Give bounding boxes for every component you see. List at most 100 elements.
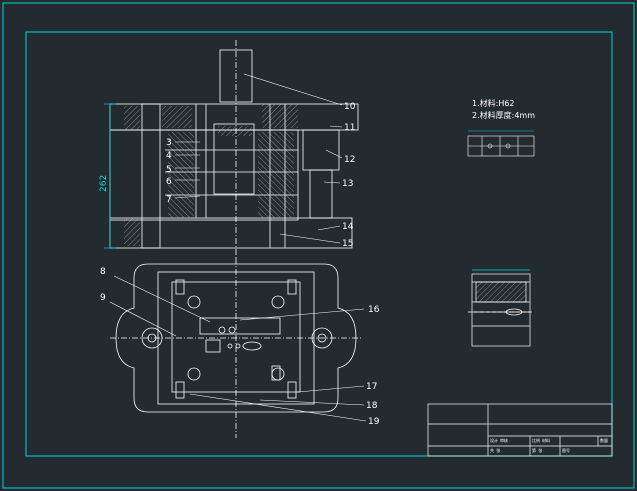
- die-handle: [219, 49, 253, 103]
- leader-line: [297, 385, 365, 393]
- part-label-7: 7: [166, 195, 172, 205]
- section-hatching: [124, 104, 298, 246]
- part-label-17: 17: [366, 382, 377, 392]
- pilot-block: [205, 339, 221, 353]
- part-label-19: 19: [368, 417, 380, 427]
- title-block-text: 设计 审核 比例 材料 数量 共 张 第 张 图号: [490, 437, 608, 453]
- part-label-18: 18: [366, 401, 378, 411]
- leader-line: [239, 308, 365, 321]
- punch-block: [213, 123, 255, 195]
- small-hole: [227, 343, 233, 349]
- lower-plate: [109, 217, 353, 249]
- punch-hole: [218, 326, 226, 334]
- die-set-outline: [115, 263, 357, 413]
- inner-plate: [157, 271, 315, 405]
- leaders-front: [174, 73, 343, 244]
- stop-pin: [175, 381, 185, 399]
- hatch-area: [258, 132, 294, 218]
- leader-line: [329, 125, 343, 128]
- detail-slot: [505, 308, 523, 316]
- front-section-view: [109, 40, 359, 260]
- height-dimension: [104, 103, 116, 249]
- note-thickness: 2.材料厚度:4mm: [472, 110, 535, 120]
- screw-circle: [187, 295, 201, 309]
- tb-cell-drawing-no: 图号: [562, 447, 570, 453]
- leader-line: [243, 73, 343, 106]
- leader-line: [279, 233, 341, 244]
- tb-cell-sheet: 第 张: [532, 447, 542, 453]
- strip-hole: [505, 143, 511, 149]
- punch-hole: [228, 326, 236, 334]
- screw-circle: [271, 295, 285, 309]
- technical-notes: 1.材料:H62 2.材料厚度:4mm: [472, 98, 535, 120]
- leaders-plan: [109, 275, 367, 422]
- note-material: 1.材料:H62: [472, 98, 515, 108]
- guide-post-core: [147, 333, 157, 343]
- screw-circle: [271, 367, 285, 381]
- hatch-area: [124, 106, 140, 130]
- stop-pin: [287, 279, 297, 295]
- detail-hatch: [475, 281, 527, 303]
- title-block: [427, 403, 613, 457]
- part-label-10: 10: [344, 102, 356, 112]
- guide-post-circle: [141, 327, 163, 349]
- leader-line: [174, 195, 201, 199]
- detail-outline: [471, 273, 531, 347]
- stop-pin: [175, 279, 185, 295]
- part-label-8: 8: [100, 267, 106, 277]
- tb-cell-material: 材料: [542, 437, 550, 443]
- leader-line: [325, 149, 343, 159]
- part-label-9: 9: [100, 293, 106, 303]
- part-label-12: 12: [344, 155, 355, 165]
- leader-line: [259, 399, 365, 406]
- guide-bush: [302, 129, 340, 171]
- small-hole: [235, 343, 241, 349]
- screw-circle: [187, 367, 201, 381]
- part-label-11: 11: [344, 123, 355, 133]
- tb-cell-sheets: 共 张: [490, 447, 500, 453]
- slot-punch: [242, 341, 262, 351]
- leader-line: [113, 275, 211, 323]
- tb-cell-review: 审核: [500, 437, 508, 443]
- leader-line: [189, 393, 367, 422]
- leader-line: [323, 181, 341, 184]
- tb-cell-design: 设计: [490, 437, 498, 443]
- part-label-16: 16: [368, 305, 380, 315]
- part-label-14: 14: [342, 222, 354, 232]
- hatch-area: [124, 218, 140, 246]
- part-detail-view: [468, 269, 534, 347]
- tb-cell-scale: 比例: [532, 437, 540, 443]
- hatch-area: [168, 132, 194, 218]
- part-labels-front: 10 11 12 13 14 15 3 4 5 6 7: [166, 102, 356, 249]
- guide-post-circle: [311, 327, 333, 349]
- part-labels-plan: 8 9 16 17 18 19: [100, 267, 380, 427]
- part-label-5: 5: [166, 165, 172, 175]
- leader-line: [317, 225, 341, 231]
- part-label-13: 13: [342, 179, 353, 189]
- stop-pin: [287, 381, 297, 399]
- part-label-4: 4: [166, 151, 172, 161]
- part-label-6: 6: [166, 177, 172, 187]
- part-label-15: 15: [342, 239, 353, 249]
- title-block-frame: [427, 403, 613, 457]
- hatch-area: [262, 104, 298, 128]
- part-label-3: 3: [166, 138, 172, 148]
- stop-pin: [271, 365, 281, 381]
- guide-post: [309, 169, 333, 219]
- tb-cell-quantity: 数量: [600, 437, 608, 443]
- inner-frame: [25, 31, 613, 457]
- strip-area: [199, 317, 281, 335]
- dimension-value: 262: [99, 175, 109, 192]
- hatch-area: [218, 126, 252, 136]
- inner-frame-plate: [171, 281, 301, 393]
- plan-view: [110, 258, 362, 438]
- leader-line: [109, 301, 177, 337]
- guide-post-core: [317, 333, 327, 343]
- guide-column-left: [141, 103, 161, 249]
- hatch-area: [162, 106, 192, 128]
- strip-hole: [487, 143, 493, 149]
- strip-layout-detail: [467, 130, 535, 157]
